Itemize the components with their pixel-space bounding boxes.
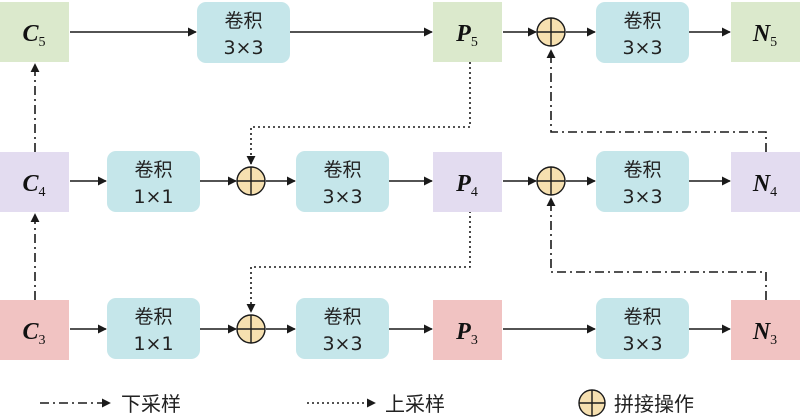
legend-downsample-label: 下采样 — [121, 392, 181, 416]
node-c3: C3 — [0, 300, 69, 360]
conv-bot-1x1-label: 卷积 — [134, 306, 172, 328]
conv-top-right-kernel: 3×3 — [622, 37, 662, 59]
node-label-n5: N5 — [752, 21, 777, 50]
node-p5: P5 — [433, 2, 502, 62]
node-n4: N4 — [731, 152, 800, 212]
conv-mid-right-label: 卷积 — [623, 159, 661, 181]
conv-bot-3x3-kernel: 3×3 — [322, 333, 362, 355]
conv-mid-right: 卷积 3×3 — [596, 151, 689, 212]
conv-blocks: 卷积 3×3 卷积 3×3 卷积 1×1 卷积 3×3 卷积 3×3 卷积 1×1 卷积 3×3 卷积 3×3 — [107, 2, 689, 359]
conv-top-right-label: 卷积 — [623, 10, 661, 32]
downsample-n3-concat — [546, 197, 767, 300]
conv-bot-3x3: 卷积 3×3 — [296, 298, 389, 359]
downsample-n4-concat — [546, 49, 767, 152]
node-n5: N5 — [731, 2, 800, 62]
conv-top-left-label: 卷积 — [224, 10, 262, 32]
node-c4: C4 — [0, 152, 69, 212]
legend-concat-icon — [578, 389, 606, 417]
concat-ops — [236, 17, 566, 344]
connectors — [30, 27, 767, 334]
conv-mid-3x3-label: 卷积 — [323, 159, 361, 181]
node-p3: P3 — [433, 300, 502, 360]
upsample-p5-concat — [246, 62, 471, 165]
conv-mid-3x3: 卷积 3×3 — [296, 151, 389, 212]
concat-mid-right-circle-plus-icon — [536, 166, 566, 196]
concat-mid-left-circle-plus-icon — [236, 166, 266, 196]
conv-bot-right-kernel: 3×3 — [622, 333, 662, 355]
node-c5: C5 — [0, 2, 69, 62]
conv-mid-right-kernel: 3×3 — [622, 186, 662, 208]
concat-bot-left-circle-plus-icon — [236, 314, 266, 344]
conv-bot-1x1: 卷积 1×1 — [107, 298, 200, 359]
node-n3: N3 — [731, 300, 800, 360]
conv-bot-right-label: 卷积 — [623, 306, 661, 328]
upsample-p4-concat — [246, 211, 471, 313]
conv-bot-1x1-kernel: 1×1 — [133, 333, 173, 355]
conv-top-left: 卷积 3×3 — [197, 2, 290, 63]
conv-top-right: 卷积 3×3 — [596, 2, 689, 63]
conv-bot-right: 卷积 3×3 — [596, 298, 689, 359]
node-label-c5: C5 — [22, 21, 45, 50]
conv-mid-1x1: 卷积 1×1 — [107, 151, 200, 212]
node-label-c3: C3 — [22, 319, 45, 348]
node-label-p4: P4 — [455, 171, 478, 200]
node-label-p5: P5 — [455, 21, 478, 50]
legend-upsample-label: 上采样 — [385, 392, 445, 416]
conv-bot-3x3-label: 卷积 — [323, 306, 361, 328]
node-label-c4: C4 — [22, 171, 45, 200]
conv-mid-1x1-kernel: 1×1 — [133, 186, 173, 208]
node-label-n3: N3 — [752, 319, 777, 348]
concat-top-circle-plus-icon — [536, 17, 566, 47]
legend: 下采样 上采样 拼接操作 — [40, 389, 694, 417]
node-label-p3: P3 — [455, 319, 478, 348]
conv-mid-3x3-kernel: 3×3 — [322, 186, 362, 208]
conv-top-left-kernel: 3×3 — [223, 37, 263, 59]
node-p4: P4 — [433, 152, 502, 212]
conv-mid-1x1-label: 卷积 — [134, 159, 172, 181]
node-label-n4: N4 — [752, 171, 777, 200]
legend-concat-label: 拼接操作 — [614, 392, 694, 416]
